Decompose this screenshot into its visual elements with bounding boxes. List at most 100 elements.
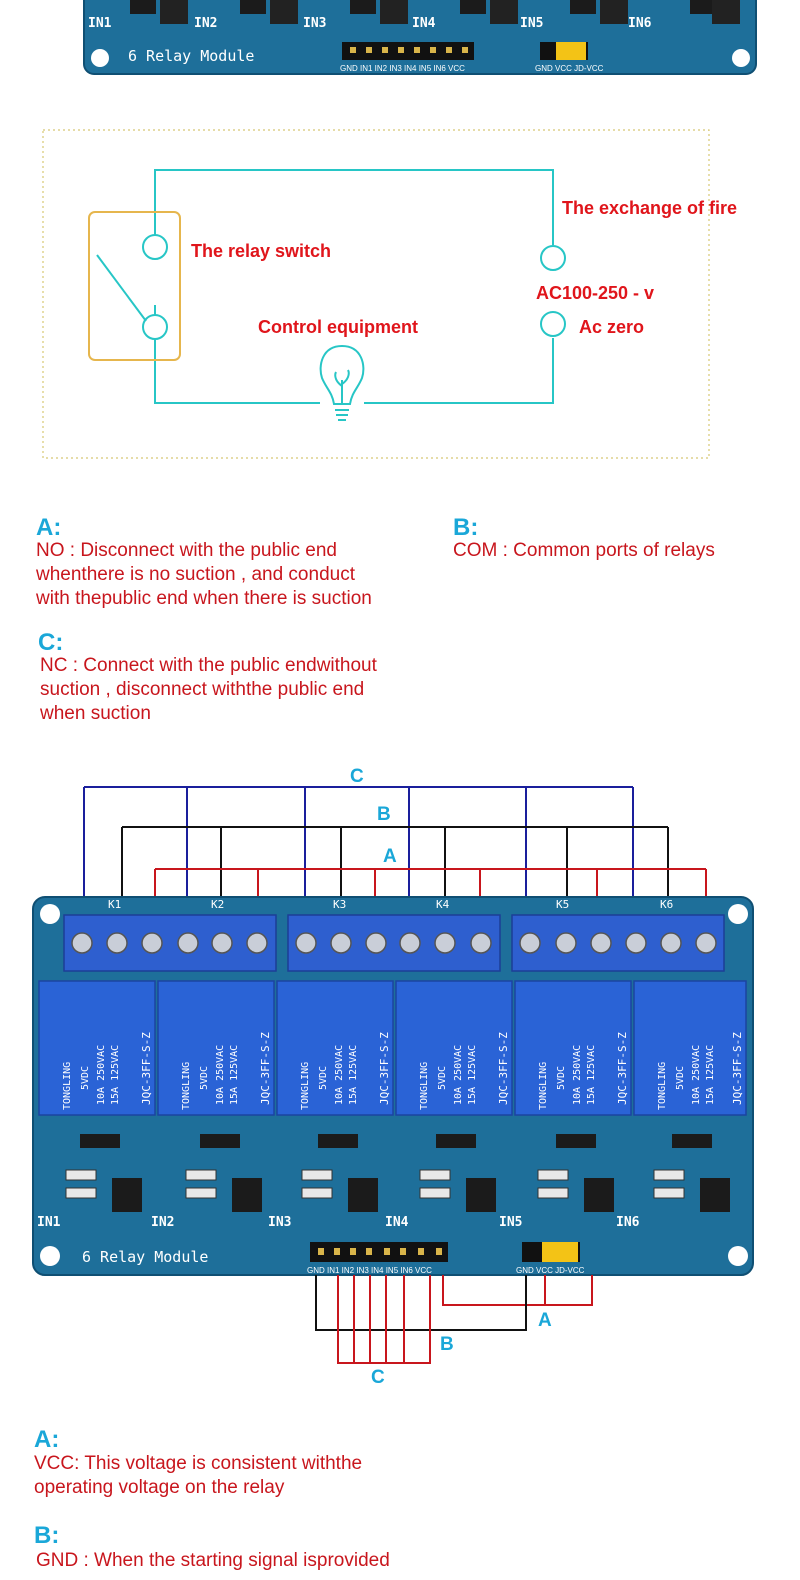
svg-text:10A 250VAC: 10A 250VAC bbox=[453, 1045, 464, 1105]
driver-components bbox=[80, 1134, 730, 1212]
power-b-line: GND : When the starting signal isprovide… bbox=[36, 1550, 390, 1571]
section-a-text: NO : Disconnect with the public end when… bbox=[36, 539, 372, 611]
section-a-line: NO : Disconnect with the public end bbox=[36, 540, 337, 561]
top-in4-label: IN4 bbox=[412, 16, 436, 31]
top-in3-label: IN3 bbox=[303, 16, 326, 31]
switch-terminal-bottom bbox=[142, 314, 168, 340]
svg-text:10A 250VAC: 10A 250VAC bbox=[215, 1045, 226, 1105]
relay-3: TONGLING 5VDC 10A 250VAC 15A 125VAC JQC-… bbox=[276, 980, 394, 1116]
mount-hole-tl bbox=[40, 904, 60, 924]
ac-zero-label: Ac zero bbox=[579, 317, 645, 337]
light-bulb-icon bbox=[319, 344, 365, 421]
main-in1-label: IN1 bbox=[37, 1215, 61, 1230]
main-in3-label: IN3 bbox=[268, 1215, 291, 1230]
relay-1: TONGLING 5VDC 10A 250VAC 15A 125VAC JQC-… bbox=[38, 980, 156, 1116]
wire-b-letter: B bbox=[377, 804, 391, 825]
mount-hole-right bbox=[732, 49, 750, 67]
jumper-cap bbox=[542, 1242, 578, 1262]
svg-text:15A 125VAC: 15A 125VAC bbox=[110, 1045, 121, 1105]
svg-text:15A 125VAC: 15A 125VAC bbox=[705, 1045, 716, 1105]
section-c-line: NC : Connect with the public endwithout bbox=[40, 655, 377, 676]
svg-text:10A 250VAC: 10A 250VAC bbox=[96, 1045, 107, 1105]
svg-text:15A 125VAC: 15A 125VAC bbox=[229, 1045, 240, 1105]
main-board-title: 6 Relay Module bbox=[82, 1248, 208, 1266]
section-a-line: with thepublic end when there is suction bbox=[36, 588, 372, 609]
top-in6-label: IN6 bbox=[628, 16, 652, 31]
svg-text:TONGLING: TONGLING bbox=[419, 1062, 430, 1110]
bottom-wire-a-letter: A bbox=[538, 1310, 552, 1331]
zero-terminal bbox=[540, 311, 566, 337]
svg-text:JQC-3FF-S-Z: JQC-3FF-S-Z bbox=[140, 1032, 153, 1105]
voltage-label: AC100-250 - v bbox=[536, 283, 655, 303]
diagram-frame bbox=[42, 129, 710, 459]
svg-text:5VDC: 5VDC bbox=[318, 1066, 329, 1090]
power-a-heading: A: bbox=[34, 1426, 60, 1453]
switch-lever bbox=[96, 254, 147, 322]
svg-text:10A 250VAC: 10A 250VAC bbox=[572, 1045, 583, 1105]
wiring-diagram: C B A K1 K2 K3 K4 K5 K6 TONGLING bbox=[32, 766, 754, 1388]
relay-circuit-diagram bbox=[42, 129, 710, 459]
relay-k5-label: K5 bbox=[556, 898, 569, 911]
svg-text:JQC-3FF-S-Z: JQC-3FF-S-Z bbox=[497, 1032, 510, 1105]
section-a-line: whenthere is no suction , and conduct bbox=[36, 564, 355, 585]
svg-text:JQC-3FF-S-Z: JQC-3FF-S-Z bbox=[378, 1032, 391, 1105]
svg-text:10A 250VAC: 10A 250VAC bbox=[691, 1045, 702, 1105]
section-b-text: COM : Common ports of relays bbox=[453, 539, 715, 563]
mount-hole-br bbox=[728, 1246, 748, 1266]
svg-text:TONGLING: TONGLING bbox=[62, 1062, 73, 1110]
section-c-line: when suction bbox=[40, 703, 151, 724]
svg-text:5VDC: 5VDC bbox=[556, 1066, 567, 1090]
svg-text:10A 250VAC: 10A 250VAC bbox=[334, 1045, 345, 1105]
bottom-wire-b-letter: B bbox=[440, 1334, 454, 1355]
relay-k3-label: K3 bbox=[333, 898, 346, 911]
svg-text:15A 125VAC: 15A 125VAC bbox=[348, 1045, 359, 1105]
svg-text:TONGLING: TONGLING bbox=[538, 1062, 549, 1110]
top-jumper-pin-labels: GND VCC JD-VCC bbox=[535, 64, 604, 73]
relay-4: TONGLING 5VDC 10A 250VAC 15A 125VAC JQC-… bbox=[395, 980, 513, 1116]
relay-5: TONGLING 5VDC 10A 250VAC 15A 125VAC JQC-… bbox=[514, 980, 632, 1116]
input-header bbox=[310, 1242, 448, 1262]
bottom-wire-a bbox=[442, 1275, 593, 1306]
svg-text:TONGLING: TONGLING bbox=[181, 1062, 192, 1110]
section-c-heading: C: bbox=[38, 629, 64, 656]
terminal-block-2 bbox=[287, 914, 501, 972]
bottom-wire-c bbox=[337, 1275, 431, 1364]
svg-text:JQC-3FF-S-Z: JQC-3FF-S-Z bbox=[616, 1032, 629, 1105]
exchange-of-fire-label: The exchange of fire bbox=[562, 198, 738, 218]
main-header-pin-labels: GND IN1 IN2 IN3 IN4 IN5 IN6 VCC bbox=[307, 1266, 432, 1275]
relay-switch-box bbox=[88, 211, 181, 361]
top-header-pin-labels: GND IN1 IN2 IN3 IN4 IN5 IN6 VCC bbox=[340, 64, 465, 73]
relay-k2-label: K2 bbox=[211, 898, 224, 911]
top-in5-label: IN5 bbox=[520, 16, 543, 31]
bottom-wire-c-letter: C bbox=[371, 1367, 385, 1388]
power-a-line: operating voltage on the relay bbox=[34, 1477, 285, 1498]
control-equipment-label: Control equipment bbox=[258, 317, 418, 337]
main-in4-label: IN4 bbox=[385, 1215, 409, 1230]
relay-k1-label: K1 bbox=[108, 898, 121, 911]
section-c-text: NC : Connect with the public endwithout … bbox=[40, 654, 377, 726]
terminal-block-1 bbox=[63, 914, 277, 972]
main-in2-label: IN2 bbox=[151, 1215, 174, 1230]
relay-k4-label: K4 bbox=[436, 898, 450, 911]
svg-text:5VDC: 5VDC bbox=[80, 1066, 91, 1090]
power-b-heading: B: bbox=[34, 1522, 60, 1549]
top-relay-board: IN1 IN2 IN3 IN4 IN5 IN6 6 Relay Module G… bbox=[83, 0, 757, 75]
power-b-text: GND : When the starting signal isprovide… bbox=[36, 1549, 390, 1573]
bottom-right-wire bbox=[364, 338, 554, 404]
wire-c-letter: C bbox=[350, 766, 364, 787]
main-in6-label: IN6 bbox=[616, 1215, 640, 1230]
section-b-line: COM : Common ports of relays bbox=[453, 540, 715, 561]
svg-text:5VDC: 5VDC bbox=[437, 1066, 448, 1090]
relay-2: TONGLING 5VDC 10A 250VAC 15A 125VAC JQC-… bbox=[157, 980, 275, 1116]
main-jumper-pin-labels: GND VCC JD-VCC bbox=[516, 1266, 585, 1275]
switch-terminal-top bbox=[142, 234, 168, 260]
section-a-heading: A: bbox=[36, 514, 62, 541]
section-c-line: suction , disconnect withthe public end bbox=[40, 679, 365, 700]
svg-text:JQC-3FF-S-Z: JQC-3FF-S-Z bbox=[731, 1032, 744, 1105]
terminal-block-3 bbox=[511, 914, 725, 972]
main-in5-label: IN5 bbox=[499, 1215, 522, 1230]
section-b-heading: B: bbox=[453, 514, 479, 541]
svg-text:JQC-3FF-S-Z: JQC-3FF-S-Z bbox=[259, 1032, 272, 1105]
wire-a-letter: A bbox=[383, 846, 397, 867]
svg-text:15A 125VAC: 15A 125VAC bbox=[467, 1045, 478, 1105]
